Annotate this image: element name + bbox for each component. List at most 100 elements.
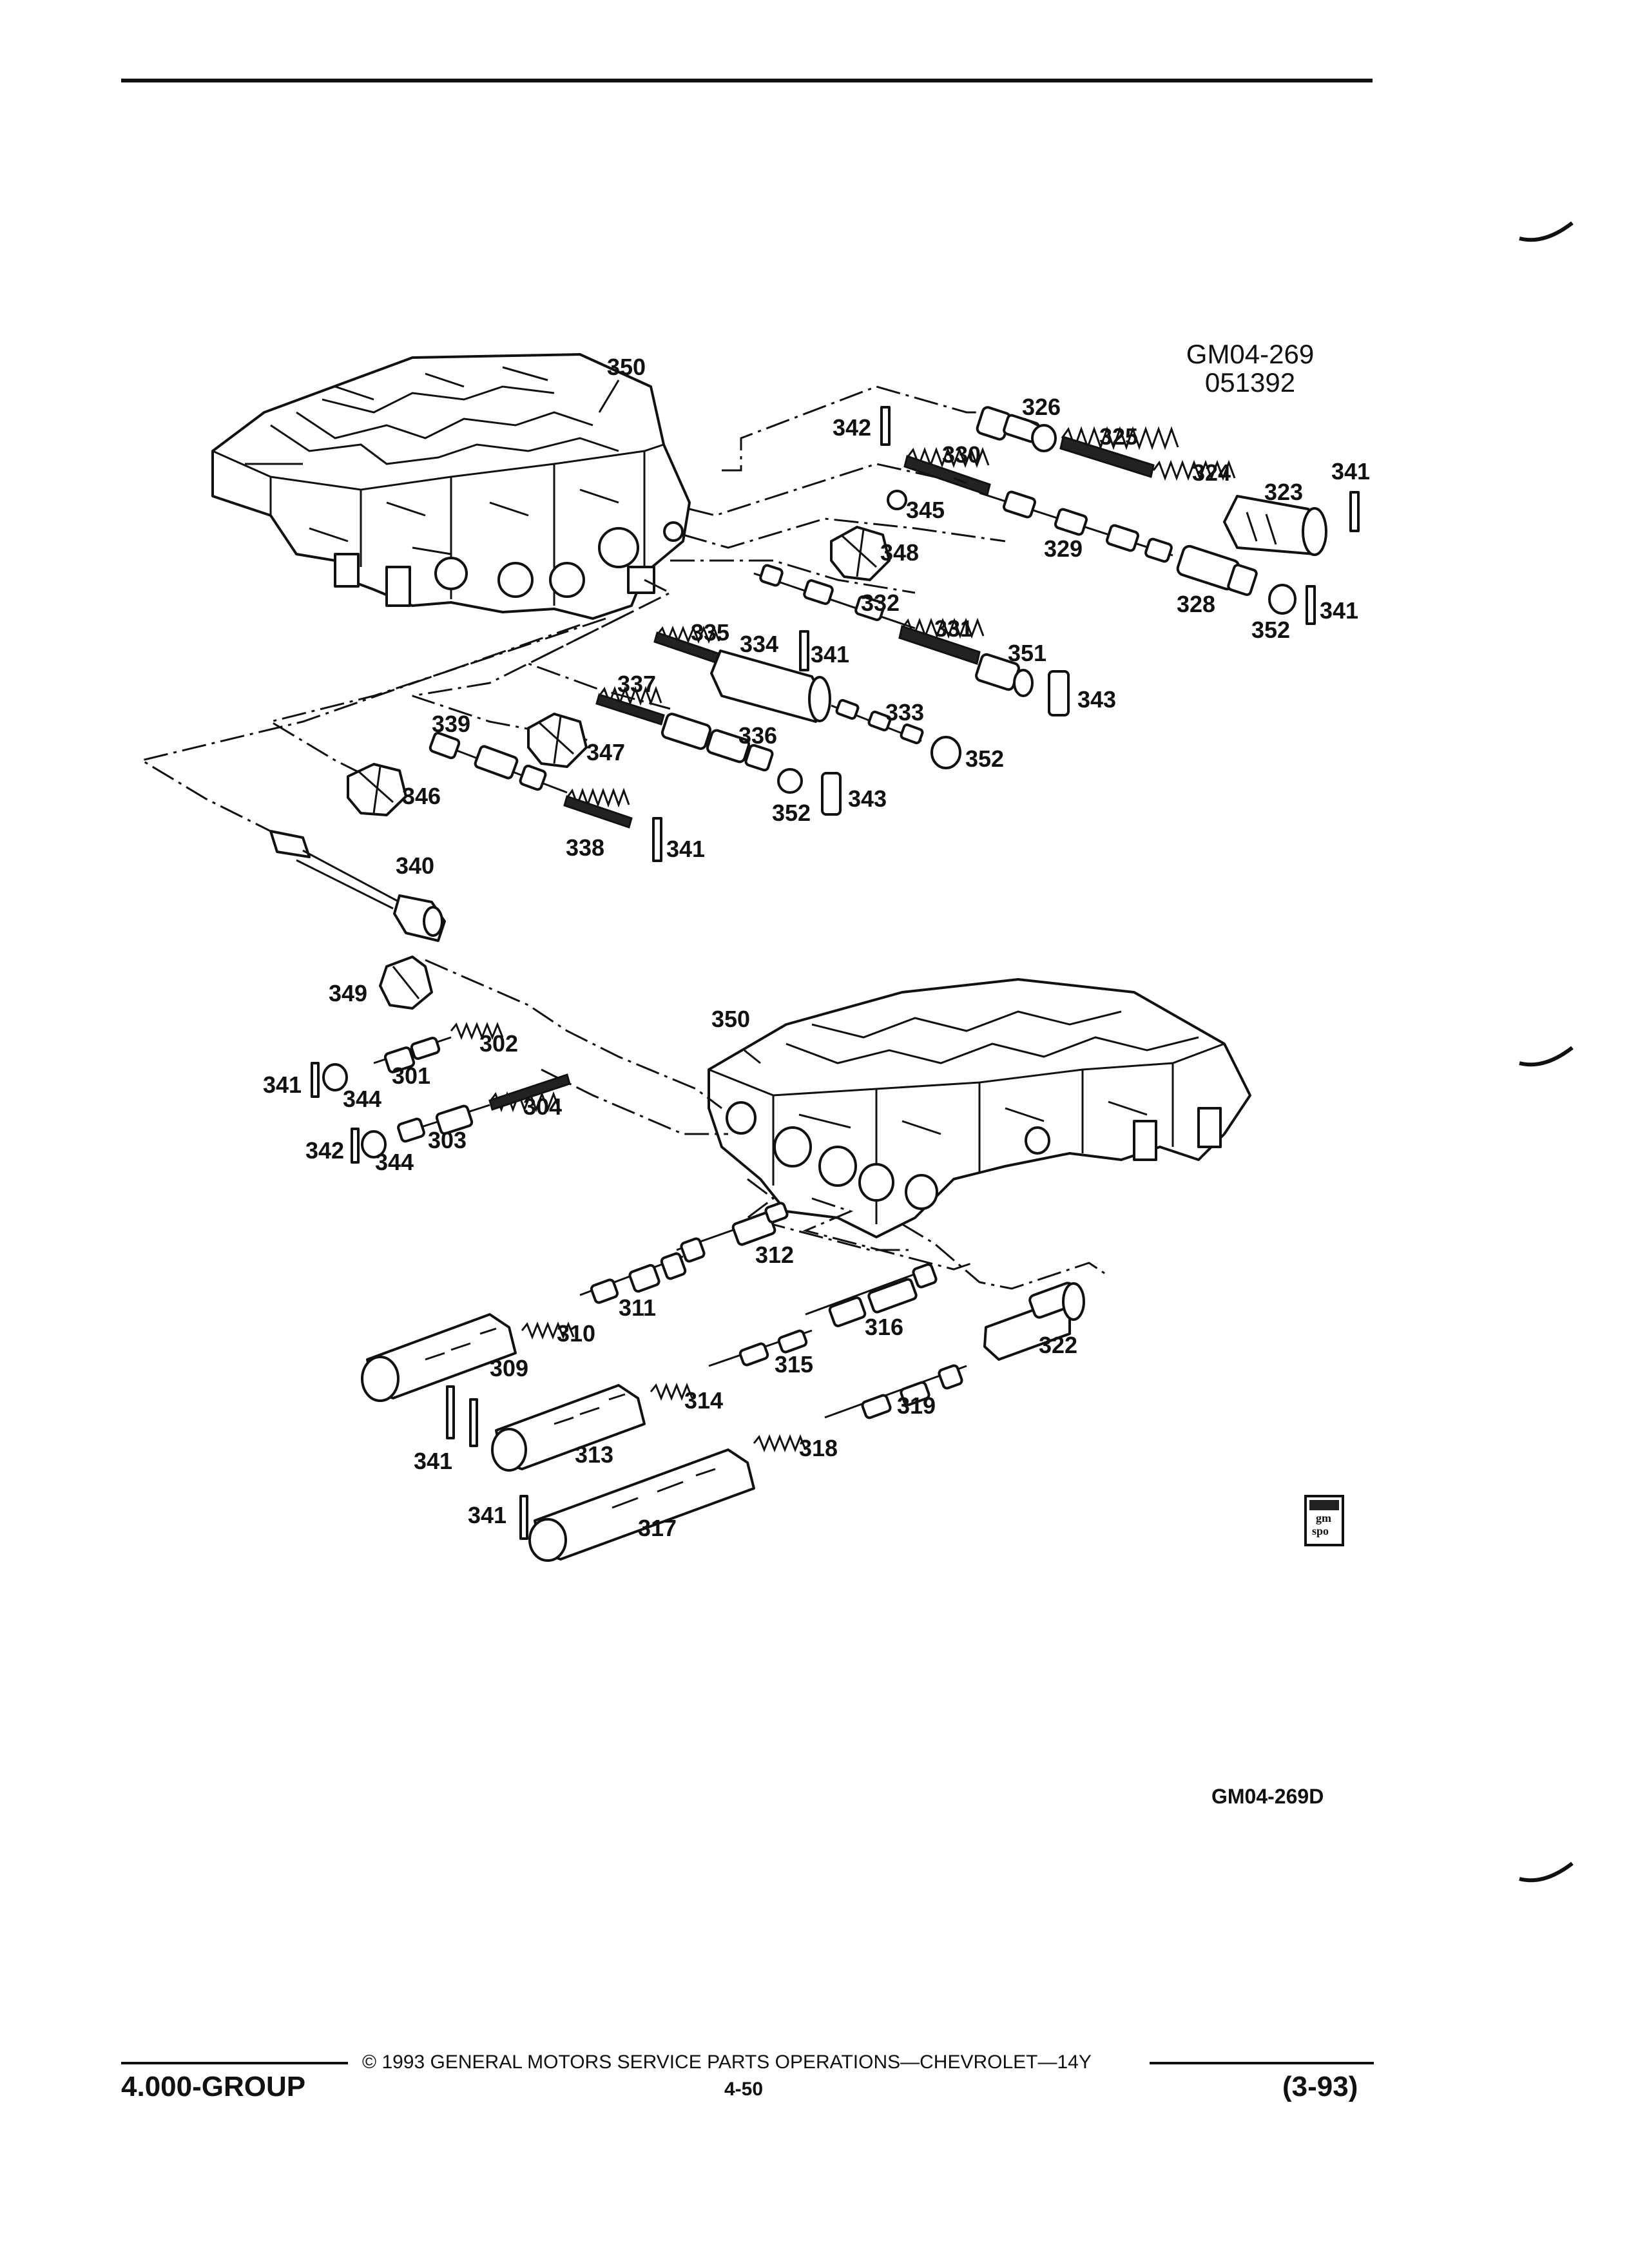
callout-350-lower: 350 xyxy=(711,1006,751,1032)
badge-label-bottom: spo xyxy=(1312,1524,1329,1537)
callout-322: 322 xyxy=(1039,1332,1078,1358)
callout-324: 324 xyxy=(1192,459,1231,486)
callout-301: 301 xyxy=(392,1062,431,1089)
footer-group: 4.000-GROUP xyxy=(121,2071,306,2102)
callout-346: 346 xyxy=(402,783,441,809)
callout-329: 329 xyxy=(1044,535,1083,562)
callout-315: 315 xyxy=(775,1351,814,1378)
pin-342-b xyxy=(351,1128,360,1164)
callout-332: 332 xyxy=(861,590,900,616)
callout-341-bottom-3: 341 xyxy=(468,1502,507,1528)
pin-341-b2a xyxy=(446,1385,455,1439)
callout-339: 339 xyxy=(432,711,471,737)
plug-351 xyxy=(975,653,1034,697)
valve-303 xyxy=(397,1104,490,1143)
sleeve-343-b xyxy=(821,772,842,816)
callout-347: 347 xyxy=(586,739,626,765)
callout-341-right-upper: 341 xyxy=(1331,458,1371,485)
callout-341-bottom-2: 341 xyxy=(414,1448,453,1474)
margin-mark-2 xyxy=(1519,1046,1574,1067)
callout-344-b: 344 xyxy=(375,1149,414,1175)
footer-revision: (3-93) xyxy=(1282,2071,1358,2102)
badge-top-band xyxy=(1309,1500,1339,1510)
callout-311: 311 xyxy=(619,1294,657,1321)
callout-338: 338 xyxy=(566,834,605,861)
date-code: 051392 xyxy=(1204,367,1296,398)
valve-326 xyxy=(976,406,1057,452)
callout-340: 340 xyxy=(396,852,435,879)
spring-324 xyxy=(1152,459,1236,481)
pin-341-b1 xyxy=(311,1062,320,1098)
lower-bottom-parts xyxy=(361,1202,1085,1562)
plug-344-b xyxy=(361,1130,387,1158)
pin-341-r1 xyxy=(1349,491,1360,532)
lower-valve-body xyxy=(708,978,1251,1238)
callout-318: 318 xyxy=(799,1435,838,1461)
figure-code: GM04-269 xyxy=(1186,339,1315,369)
top-rule xyxy=(121,79,1373,82)
pin-342-top xyxy=(880,406,891,446)
ball-345 xyxy=(887,490,907,510)
leader-lines xyxy=(598,380,1038,1064)
plug-348 xyxy=(830,526,891,581)
plug-347 xyxy=(527,713,588,768)
sleeve-309 xyxy=(361,1313,517,1402)
valve-301 xyxy=(373,1036,452,1073)
plug-349 xyxy=(379,956,433,1010)
figure-id: GM04-269D xyxy=(1211,1785,1324,1808)
spring-318 xyxy=(753,1434,807,1453)
valve-311 xyxy=(579,1252,687,1304)
valve-332 xyxy=(753,564,916,629)
footer-page-number: 4-50 xyxy=(724,2079,764,2100)
callout-341-left: 341 xyxy=(666,836,706,862)
plug-346 xyxy=(347,763,407,816)
callout-342-bottom: 342 xyxy=(305,1137,345,1164)
lower-left-parts xyxy=(311,956,571,1164)
callout-326: 326 xyxy=(1022,394,1061,420)
callout-351: 351 xyxy=(1008,640,1047,666)
callout-352-bottom: 352 xyxy=(772,800,811,826)
valve-sleeve-323 xyxy=(1223,495,1327,556)
callout-343-bottom: 343 xyxy=(848,785,887,812)
callout-310: 310 xyxy=(557,1320,596,1347)
callout-330: 330 xyxy=(942,441,981,468)
spring-310 xyxy=(521,1321,575,1340)
callout-341-bottom-1: 341 xyxy=(263,1072,302,1098)
margin-mark-1 xyxy=(1519,221,1574,242)
valve-336 xyxy=(660,713,774,772)
valve-329 xyxy=(979,490,1173,563)
plug-344-a xyxy=(322,1063,348,1091)
margin-mark-3 xyxy=(1519,1861,1574,1883)
footer-rule-left xyxy=(121,2062,348,2064)
callout-302: 302 xyxy=(479,1030,519,1057)
callout-348: 348 xyxy=(880,539,920,566)
sleeve-343-r xyxy=(1048,670,1070,716)
valve-316 xyxy=(805,1263,938,1327)
callout-303: 303 xyxy=(428,1127,467,1153)
callout-314: 314 xyxy=(684,1387,724,1414)
valve-333 xyxy=(831,698,924,745)
callout-333: 333 xyxy=(885,699,925,726)
callout-319: 319 xyxy=(897,1392,936,1419)
spring-302 xyxy=(450,1021,504,1041)
callout-349: 349 xyxy=(329,980,368,1006)
pin-341-b3 xyxy=(519,1495,528,1540)
footer-rule-right xyxy=(1150,2062,1374,2064)
callout-352-right: 352 xyxy=(1251,617,1291,643)
routing-lines xyxy=(139,385,1109,1290)
sleeve-317 xyxy=(528,1448,755,1562)
upper-valve-body xyxy=(211,353,691,620)
callout-325: 325 xyxy=(1099,423,1139,450)
callout-341-right-lower: 341 xyxy=(1320,597,1359,624)
plug-352-b xyxy=(777,768,803,794)
gm-spo-badge: gm spo xyxy=(1304,1495,1344,1546)
callout-328: 328 xyxy=(1177,591,1216,617)
callout-317: 317 xyxy=(638,1515,677,1541)
valve-319 xyxy=(824,1364,967,1419)
callout-343-right: 343 xyxy=(1077,686,1117,713)
spring-325 xyxy=(1061,426,1179,450)
plug-352-m xyxy=(930,736,961,769)
sleeve-334 xyxy=(710,649,831,723)
